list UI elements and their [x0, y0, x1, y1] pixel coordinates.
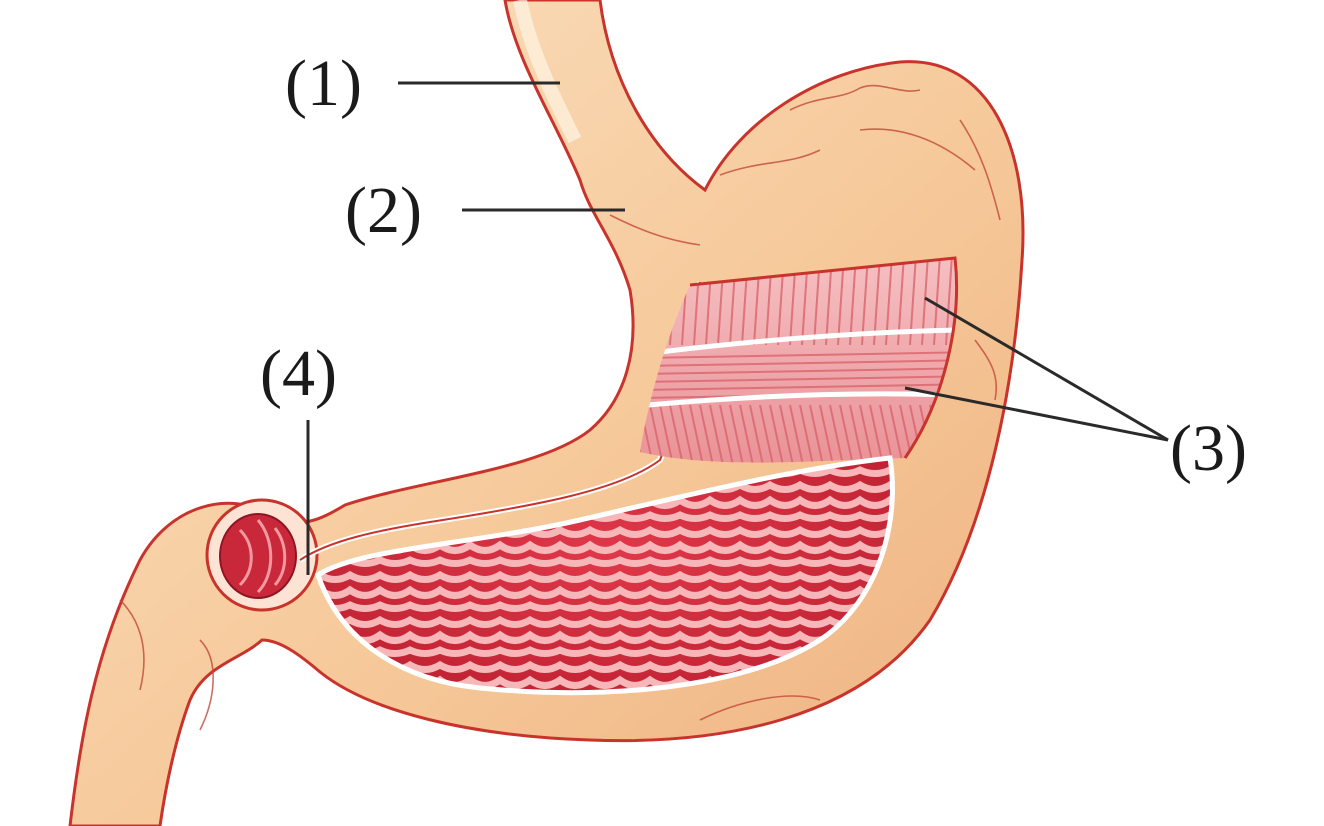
rugae-fold	[320, 620, 920, 625]
label-4: (4)	[260, 337, 337, 410]
rugae-fold	[320, 605, 920, 609]
rugae-fold	[320, 575, 920, 580]
rugae-fold	[320, 560, 920, 564]
label-2: (2)	[345, 174, 422, 247]
label-3: (3)	[1170, 412, 1247, 485]
label-1: (1)	[285, 47, 362, 120]
